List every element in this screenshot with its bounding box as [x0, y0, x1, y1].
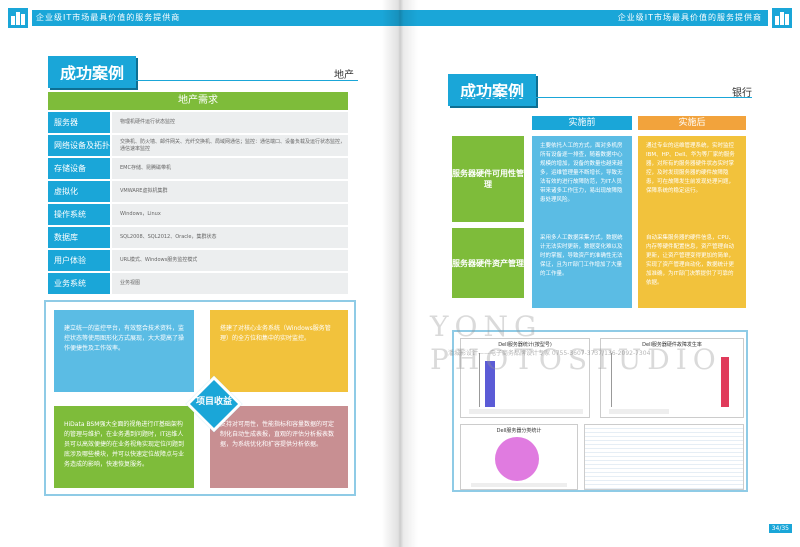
report-table — [584, 424, 744, 490]
project-benefits: 建立统一的监控平台，有效整合技术资料，监控状态等使用图形化方式展现，大大提高了操… — [44, 300, 356, 496]
report-pie-chart: Dell服务器分类统计 — [460, 424, 578, 490]
requirement-row: 网络设备及拓扑交换机、防火墙、邮件网关、光纤交换机、局域网通信；监控：通信端口、… — [48, 135, 348, 156]
report-pie — [495, 437, 539, 481]
requirement-key: 存储设备 — [48, 158, 110, 179]
report-pie-title: Dell服务器分类统计 — [496, 428, 542, 434]
benefits-title: 项目收益 — [195, 397, 232, 407]
report-bar — [485, 361, 495, 407]
watermark: YONG PHOTOSTUDIO — [430, 310, 722, 376]
requirement-key: 业务系统 — [48, 273, 110, 294]
report-pie-legend — [471, 483, 567, 487]
row1-label: 服务器硬件可用性管理 — [452, 136, 524, 222]
requirement-value: SQL2008、SQL2012、Oracle，集群状态 — [112, 227, 348, 248]
requirement-value: EMC存储、昆腾磁带机 — [112, 158, 348, 179]
requirement-row: 业务系统业务视图 — [48, 273, 348, 294]
header-tagline-right: 企业级IT市场最具价值的服务提供商 — [400, 10, 768, 26]
requirements-table: 地产需求 服务器物理机硬件运行状态监控网络设备及拓扑交换机、防火墙、邮件网关、光… — [48, 92, 348, 294]
requirement-key: 服务器 — [48, 112, 110, 133]
page-title: 成功案例 — [48, 56, 137, 88]
report-failure-chart: Dell服务器硬件故障发生率 — [600, 338, 744, 418]
requirement-value: VMWARE虚拟机集群 — [112, 181, 348, 202]
requirement-value: Windows，Linux — [112, 204, 348, 225]
row2-label: 服务器硬件资产管理 — [452, 228, 524, 298]
requirement-row: 服务器物理机硬件运行状态监控 — [48, 112, 348, 133]
requirement-key: 用户体验 — [48, 250, 110, 271]
report-failure-title: Dell服务器硬件故障发生率 — [642, 342, 702, 348]
report-bar-legend — [469, 409, 583, 414]
row1-after: 通过专业的运维管理系统，实时监控IBM、HP、Dell、华为等厂家的服务器，对所… — [638, 136, 746, 234]
brand-logo-icon-right — [772, 8, 792, 28]
requirement-key: 操作系统 — [48, 204, 110, 225]
row2-after: 自动采集服务器的硬件信息，CPU、内存等硬件配置信息，资产管理自动更新，让资产管… — [638, 228, 746, 308]
industry-label-right: 银行 — [732, 88, 752, 99]
requirement-value: 业务视图 — [112, 273, 348, 294]
row2-before: 采用多人工数据采集方式，数据统计无法实时更新，数据变化难以及时的掌握，导致资产的… — [532, 228, 632, 308]
watermark-contact: 潘城影设计——电子商务品牌设计专家 0755-3607-3737/136-209… — [448, 350, 651, 357]
report-screenshots: Dell服务器统计(按型号) Dell服务器硬件故障发生率 Dell服务器分类统… — [452, 330, 748, 492]
requirement-key: 网络设备及拓扑 — [48, 135, 110, 156]
page-number: 34/35 — [768, 524, 792, 533]
report-bar-axis — [479, 353, 480, 407]
requirement-key: 虚拟化 — [48, 181, 110, 202]
benefit-bottom-right: 支持对可用性，性能指标和容量数据的可定制化自动生成表报，直观的评估分析报表数据，… — [210, 406, 348, 488]
report-bar-chart: Dell服务器统计(按型号) — [460, 338, 590, 418]
title-rule-right — [448, 97, 752, 98]
benefit-bottom-left: HiData BSM强大全面的视角进行IT基础架构的管理与维护，在业务遇到问题时… — [54, 406, 194, 488]
industry-label: 地产 — [334, 70, 354, 81]
brand-logo-icon — [8, 8, 28, 28]
header-tagline: 企业级IT市场最具价值的服务提供商 — [32, 10, 400, 26]
requirements-heading: 地产需求 — [48, 92, 348, 110]
requirement-value: 物理机硬件运行状态监控 — [112, 112, 348, 133]
benefit-top-right: 搭建了对核心业务系统（Windows服务管理）的全方位和集中的实时监控。 — [210, 310, 348, 392]
report-failure-legend — [609, 409, 669, 414]
before-header: 实施前 — [532, 116, 632, 130]
benefit-top-left: 建立统一的监控平台，有效整合技术资料，监控状态等使用图形化方式展现，大大提高了操… — [54, 310, 194, 392]
after-header: 实施后 — [638, 116, 746, 130]
page-title-right: 成功案例 — [448, 74, 537, 106]
report-failure-axis — [611, 353, 612, 407]
report-bar-title: Dell服务器统计(按型号) — [498, 342, 552, 348]
report-failure-bar — [721, 357, 729, 407]
title-rule — [48, 80, 358, 81]
requirement-value: URL模式、Windows服务监控模式 — [112, 250, 348, 271]
requirement-value: 交换机、防火墙、邮件网关、光纤交换机、局域网通信；监控：通信端口、设备负载及运行… — [112, 135, 348, 156]
requirement-key: 数据库 — [48, 227, 110, 248]
row1-before: 主要依托人工的方式，面对多机房所有设备逐一排查，随着数据中心规模的增加，设备的数… — [532, 136, 632, 234]
